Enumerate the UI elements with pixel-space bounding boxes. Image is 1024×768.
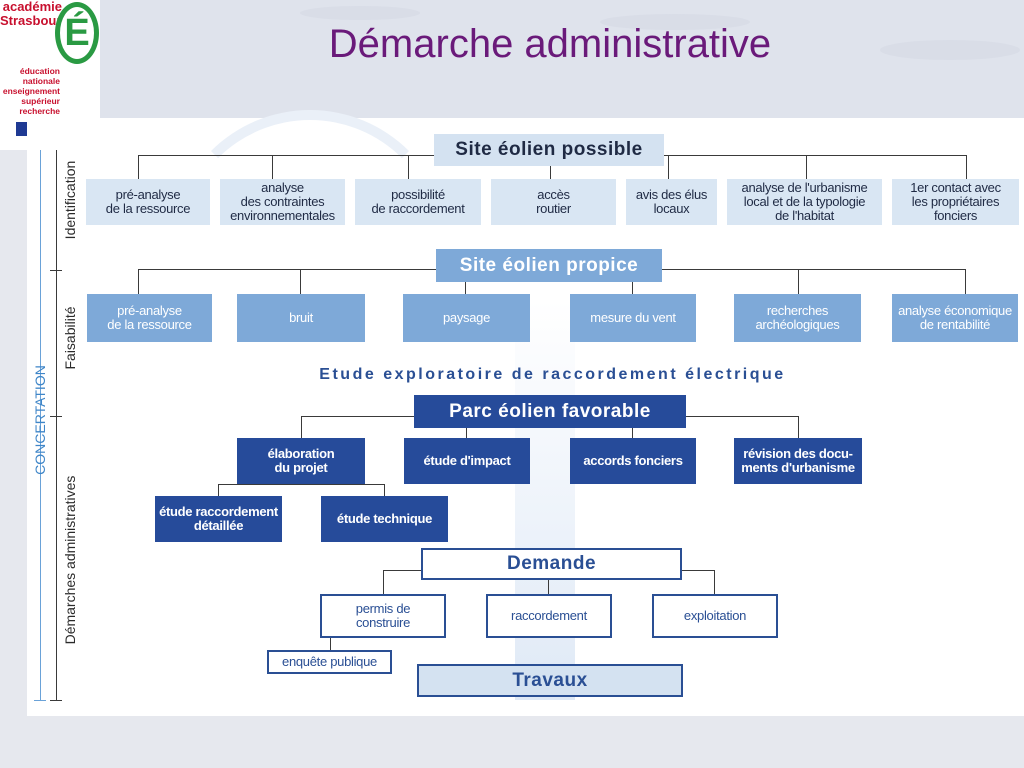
connector (686, 416, 798, 417)
phase-tick (50, 270, 62, 271)
l2-box: paysage (403, 294, 530, 342)
connector (383, 570, 421, 571)
phase-demarches: Démarches administratives (62, 475, 78, 645)
bg-swirl (880, 40, 1020, 60)
connector (300, 269, 301, 294)
connector (965, 269, 966, 294)
connector (138, 155, 434, 156)
connector (330, 638, 331, 650)
parc-eolien-favorable-header: Parc éolien favorable (414, 395, 686, 428)
connector (301, 416, 302, 438)
connector (138, 269, 139, 294)
logo-ministry-text: éducation nationale enseignement supérie… (2, 66, 60, 116)
connector (550, 166, 551, 179)
travaux-box: Travaux (417, 664, 683, 697)
l3-box: accords fonciers (570, 438, 696, 484)
connector (301, 416, 414, 417)
logo-e-icon: É (55, 2, 99, 64)
l2-box: bruit (237, 294, 365, 342)
site-eolien-possible-header: Site éolien possible (434, 134, 664, 166)
enquete-publique-box: enquête publique (267, 650, 392, 674)
connector (138, 269, 436, 270)
connector (138, 155, 139, 179)
connector (465, 282, 466, 294)
connector (548, 580, 549, 594)
site-eolien-propice-header: Site éolien propice (436, 249, 662, 282)
header-band (100, 0, 1024, 120)
l4-box: raccordement (486, 594, 612, 638)
phase-axis (56, 150, 57, 700)
phase-tick (50, 416, 62, 417)
connector (632, 428, 633, 438)
connector (966, 155, 967, 179)
slide-title: Démarche administrative (328, 22, 772, 66)
connector (668, 155, 669, 179)
l3-sub-box: étude technique (321, 496, 448, 542)
connector (384, 484, 385, 496)
concertation-tick (34, 700, 46, 701)
connector (798, 416, 799, 438)
connector (662, 269, 965, 270)
l4-box: exploitation (652, 594, 778, 638)
phase-faisabilite: Faisabilité (62, 306, 78, 370)
l3-box: révision des docu-ments d'urbanisme (734, 438, 862, 484)
connector (408, 155, 409, 179)
logo-academie-text: académie Strasbourg (0, 0, 70, 28)
connector (664, 155, 966, 156)
connector (466, 428, 467, 438)
l2-box: mesure du vent (570, 294, 696, 342)
l3-box: étude d'impact (404, 438, 530, 484)
connector (714, 570, 715, 594)
connector (798, 269, 799, 294)
connector (682, 570, 714, 571)
concertation-axis (40, 150, 41, 700)
demande-header: Demande (421, 548, 682, 580)
phase-concertation: CONCERTATION (32, 365, 48, 475)
etude-exploratoire-label: Etude exploratoire de raccordement élect… (319, 366, 786, 383)
connector (218, 484, 219, 496)
connector (383, 570, 384, 594)
phase-tick (50, 700, 62, 701)
connector (806, 155, 807, 179)
bg-swirl (600, 14, 750, 30)
bg-swirl (300, 6, 420, 20)
bg-arrow (515, 300, 575, 700)
phase-identification: Identification (62, 160, 78, 240)
connector (632, 282, 633, 294)
bg-swish (170, 110, 450, 390)
connector (272, 155, 273, 179)
connector (218, 484, 384, 485)
